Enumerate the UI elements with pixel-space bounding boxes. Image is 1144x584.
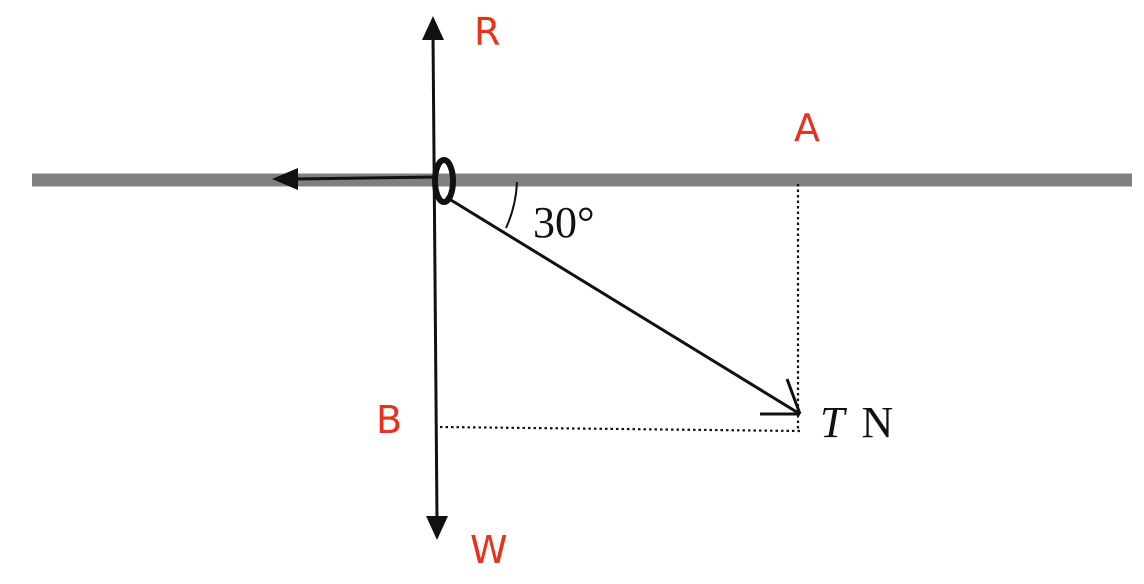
label-R: R — [474, 10, 500, 54]
friction-arrow-line — [295, 175, 438, 181]
tension-unit: N — [861, 398, 893, 447]
angle-arc — [505, 181, 518, 229]
weight-arrowhead — [426, 516, 448, 540]
tension-arrowhead — [760, 378, 802, 416]
friction-arrowhead — [272, 168, 298, 190]
reaction-arrowhead — [422, 16, 444, 40]
tension-symbol: T — [820, 398, 848, 447]
tension-label: T N — [820, 398, 893, 447]
label-B: B — [376, 398, 402, 442]
label-A: A — [794, 106, 820, 150]
ring — [432, 157, 456, 205]
dotted-horizontal-projection — [439, 425, 801, 433]
vertical-force-line — [431, 33, 439, 521]
tension-vector-line — [445, 195, 801, 416]
label-W: W — [470, 528, 508, 572]
angle-label: 30° — [533, 198, 595, 247]
